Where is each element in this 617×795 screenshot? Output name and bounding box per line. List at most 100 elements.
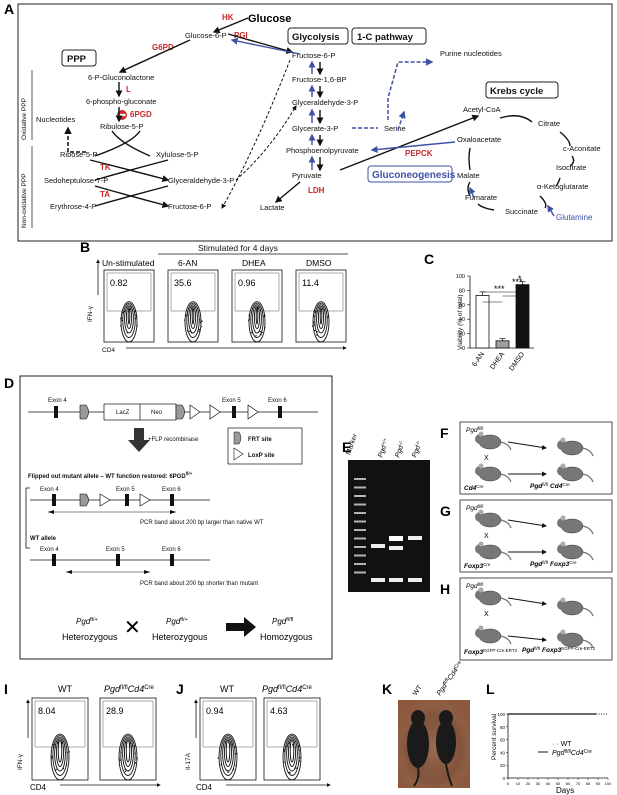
b-plot-0-value: 0.82: [110, 278, 128, 288]
mouse-0-off1-tail: [583, 448, 593, 456]
l-xtick-label: 100: [605, 781, 612, 786]
mouse-0-off2-ear: [561, 464, 566, 469]
i-wt-plot-event: [67, 752, 68, 753]
b-plot-2-event: [249, 315, 250, 316]
c-cat-2: DMSO: [508, 351, 526, 373]
d-het-1: Heterozygous: [62, 632, 118, 642]
glutamine: Glutamine: [556, 213, 593, 222]
j-ko-plot-event: [284, 749, 285, 750]
i-wt-plot-event: [61, 742, 62, 743]
d-cross: ✕: [124, 617, 141, 639]
sig-3: ***: [512, 277, 523, 287]
phosphoenolpyruvate: Phosphoenolpyruvate: [286, 146, 359, 155]
enzyme-l: L: [126, 85, 131, 94]
panel-j-label: J: [176, 681, 184, 697]
enzyme-ldh: LDH: [308, 186, 325, 195]
glycolysis-label: Glycolysis: [292, 32, 340, 43]
j-wt-plot-event: [228, 742, 229, 743]
j-wt-plot-event: [227, 772, 228, 773]
b-plot-0-event: [121, 317, 122, 318]
b-plot-3-event: [327, 316, 328, 317]
d-flipped: Flipped out mutant allele – WT function …: [28, 471, 193, 480]
mouse-2-off1-ear: [561, 598, 566, 603]
cross-0: X: [484, 455, 489, 462]
j-ko-plot-event: [289, 772, 290, 773]
b-plot-0-event: [135, 314, 136, 315]
i-ko-plot-event: [128, 770, 129, 771]
b-plot-2-event: [257, 307, 258, 308]
d-loxp: LoxP site: [248, 453, 275, 459]
b-plot-2-event: [260, 331, 261, 332]
mouse-1-off2-ear: [561, 542, 566, 547]
l-xtick-label: 80: [586, 781, 591, 786]
b-plot-label-0: Un-stimulated: [102, 258, 155, 268]
b-plot-1-event: [201, 321, 202, 322]
c-aconitate: c-Aconitate: [563, 144, 601, 153]
arrow-2b: [508, 636, 546, 640]
d3-exon4: Exon 4: [40, 547, 59, 553]
b-plot-0-event: [136, 316, 137, 317]
gel-marker-band: [354, 487, 366, 489]
l-xtick-label: 70: [576, 781, 581, 786]
b-plot-label-3: DMSO: [306, 258, 332, 268]
b-plot-2-event: [263, 316, 264, 317]
j-wt-plot-event: [231, 743, 232, 744]
offspring-0: Pgdfl/flCd4Cre: [530, 482, 570, 490]
b-plot-1-event: [187, 314, 188, 315]
j-ko-plot-event: [296, 768, 297, 769]
l-xtick-label: 90: [596, 781, 601, 786]
ppp-label: PPP: [67, 54, 87, 65]
c-bar-1: [496, 341, 509, 348]
gel-marker-band: [354, 572, 366, 574]
d-flp: +FLP recombinase: [148, 437, 199, 443]
i-ko-plot-event: [118, 757, 119, 758]
b-plot-1-event: [189, 331, 190, 332]
i-ko-plot-event: [131, 745, 132, 746]
j-wt-plot-event: [233, 769, 234, 770]
l-xtick-label: 30: [536, 781, 541, 786]
j-ko-plot-event: [292, 744, 293, 745]
j-wt-plot-event: [226, 769, 227, 770]
b-plot-2-event: [248, 320, 249, 321]
malate: Malate: [457, 171, 480, 180]
non-oxidative-ppp-label: Non-oxidative PPP: [21, 173, 28, 228]
arrow-2a: [508, 598, 546, 604]
d2-exon4: Exon 4: [40, 487, 59, 493]
d2-exon5: Exon 5: [116, 487, 135, 493]
c-ytick-label: 40: [459, 317, 465, 323]
c-cat-0: 6-AN: [471, 351, 486, 368]
mouse-1-off2-tail: [583, 552, 593, 560]
l-legend-ko: Pgdfl/flCd4Cre: [552, 749, 592, 757]
mouse-2-p2-tail: [501, 636, 511, 644]
i-ko-plot-event: [125, 771, 126, 772]
l-ytick-label: 40: [500, 750, 506, 755]
d-pgd-1: Pgdfl/+: [76, 617, 98, 626]
l-ytick-label: 80: [500, 725, 506, 730]
panel-d-label: D: [4, 375, 14, 391]
c-bar-2: [516, 285, 529, 348]
c-ytick-label: 20: [459, 332, 465, 338]
mouse-2-p1-tail: [501, 598, 511, 606]
d-neo: Neo: [151, 410, 163, 416]
fructose-6-p: Fructose-6-P: [292, 51, 335, 60]
acetyl-coa: Acetyl-CoA: [463, 105, 501, 114]
panel-a-label: A: [4, 1, 14, 17]
parent2-1: Foxp3Cre: [464, 562, 491, 570]
panel-b-ylabel: IFN-γ: [87, 305, 94, 322]
j-wt-plot-event: [236, 753, 237, 754]
panel-b-plots: 0.82Un-stimulated35.66-AN0.96DHEA11.4DMS…: [102, 258, 346, 342]
b-plot-0-event: [124, 311, 125, 312]
succinate: Succinate: [505, 207, 538, 216]
k-ko: Pgdfl/flCd4Cre: [435, 660, 464, 697]
mouse-2-p2-ear: [479, 626, 484, 631]
b-plot-2-event: [251, 332, 252, 333]
j-wt-plot-value: 0.94: [206, 706, 224, 716]
mouse-0-off1-ear: [561, 438, 566, 443]
offspring-1: Pgdfl/flFoxp3Cre: [530, 560, 577, 568]
j-ko-plot-event: [299, 749, 300, 750]
mouse-1-off1-ear: [561, 516, 566, 521]
j-wt-plot-event: [235, 765, 236, 766]
sedoheptulose-7-p: Sedoheptulose-7-P: [44, 176, 108, 185]
b-plot-2-event: [255, 335, 256, 336]
enzyme-g6pd: G6PD: [152, 43, 174, 52]
